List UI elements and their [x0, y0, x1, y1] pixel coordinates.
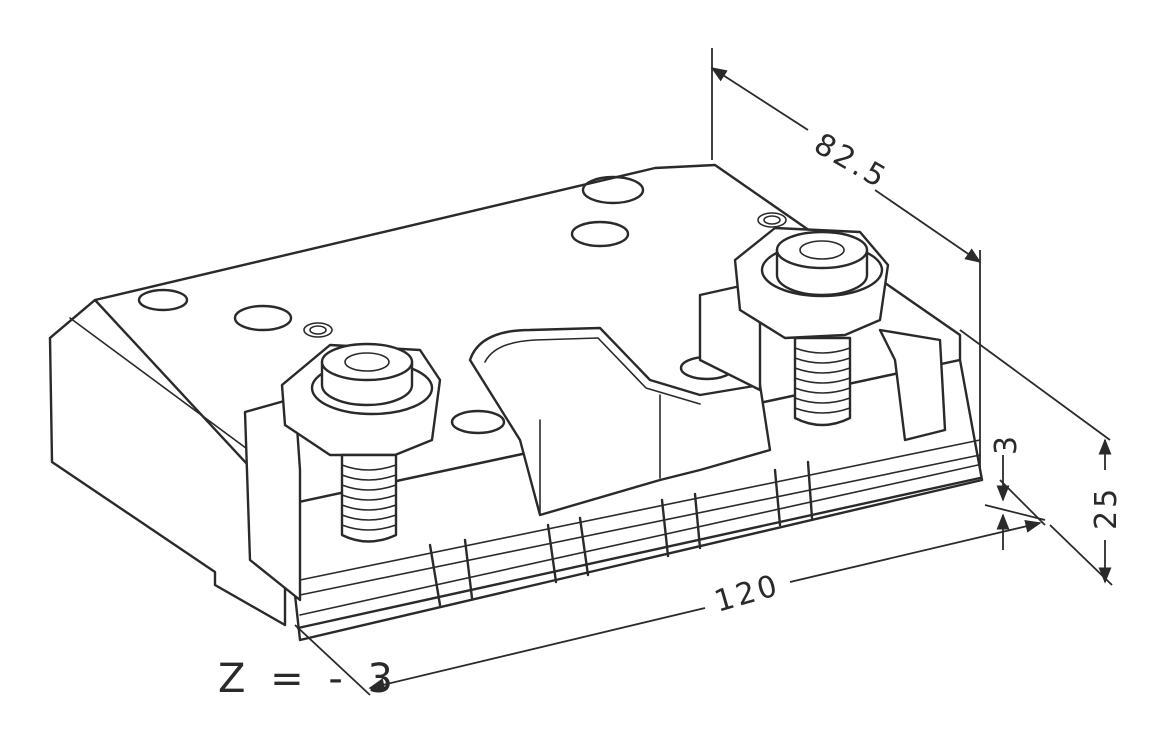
plate-left-side: [48, 298, 287, 627]
z-offset-label: Z = - 3: [218, 656, 399, 702]
rail-slots: [299, 439, 981, 607]
hole: [570, 220, 630, 248]
dimension-3: 3: [984, 433, 1046, 550]
hole: [450, 409, 506, 435]
hole: [137, 288, 189, 312]
left-clamp: [243, 342, 442, 602]
dimension-3-label: 3: [989, 433, 1024, 455]
right-clamp: [698, 226, 947, 442]
left-screw-thread: [340, 453, 398, 543]
hole: [581, 175, 645, 205]
right-screw-thread: [793, 336, 852, 427]
dimension-82-5-label: 82.5: [808, 127, 894, 197]
dimension-25: 25: [959, 329, 1124, 586]
center-pocket: [468, 326, 772, 517]
dimension-120-label: 120: [711, 568, 784, 620]
dimension-25-label: 25: [1089, 486, 1124, 530]
hole: [233, 304, 293, 332]
